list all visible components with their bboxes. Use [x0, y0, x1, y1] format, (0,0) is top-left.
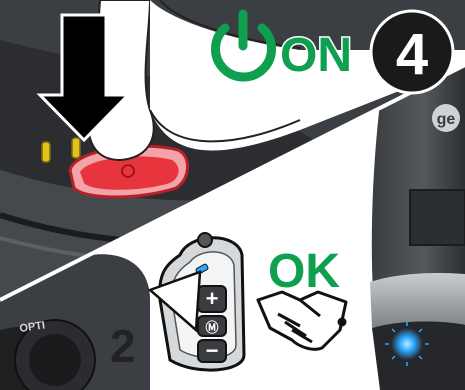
minus-symbol: −: [206, 338, 219, 363]
mic-symbol: Ⓜ: [205, 320, 218, 335]
step-4-number: 4: [396, 22, 428, 87]
step-2-number: 2: [110, 320, 136, 372]
blue-led-indicator: [391, 328, 423, 360]
ok-label: OK: [268, 245, 340, 298]
brand-mark: ge: [437, 111, 456, 128]
on-label: ON: [280, 29, 352, 82]
plus-symbol: +: [206, 286, 219, 311]
